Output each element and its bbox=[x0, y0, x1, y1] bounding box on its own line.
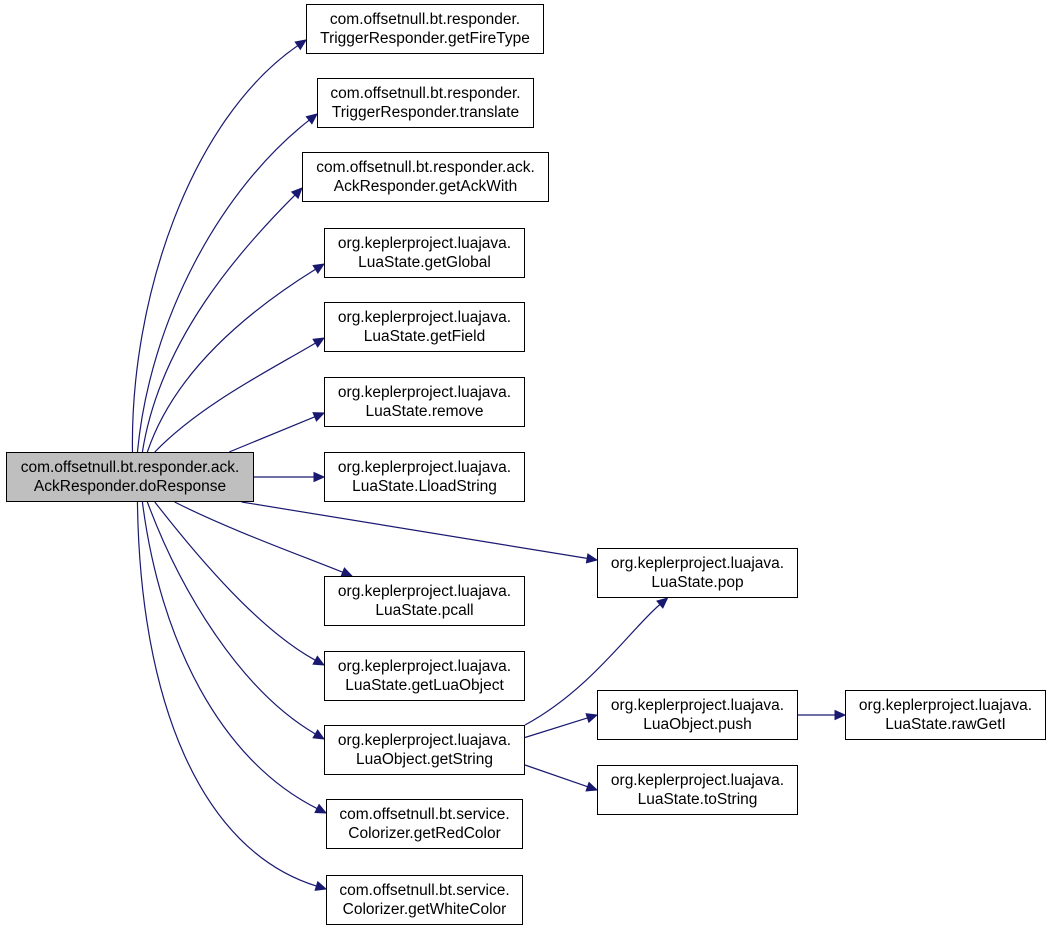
edge-root-to-getLuaObject bbox=[154, 501, 316, 661]
node-tostring-line1: org.keplerproject.luajava. bbox=[610, 772, 785, 789]
node-remove-line2: LuaState.remove bbox=[365, 403, 484, 420]
node-rawgeti[interactable]: org.keplerproject.luajava. LuaState.rawG… bbox=[845, 690, 1046, 740]
node-tostring[interactable]: org.keplerproject.luajava. LuaState.toSt… bbox=[597, 765, 798, 815]
node-remove-line1: org.keplerproject.luajava. bbox=[337, 384, 512, 401]
node-translate-line2: TriggerResponder.translate bbox=[331, 104, 520, 121]
edge-arrowhead-root-to-getRedColor bbox=[314, 803, 328, 814]
node-getstring-line1: org.keplerproject.luajava. bbox=[337, 732, 512, 749]
node-getredcolor-line1: com.offsetnull.bt.service. bbox=[339, 806, 510, 823]
node-rawgeti-line1: org.keplerproject.luajava. bbox=[858, 697, 1033, 714]
node-getluaobject-line2: LuaState.getLuaObject bbox=[345, 677, 504, 694]
edge-root-to-getAckWith bbox=[141, 194, 296, 453]
edge-arrowhead-root-to-getGlobal bbox=[312, 263, 326, 275]
node-getwhitecolor-line1: com.offsetnull.bt.service. bbox=[339, 882, 510, 899]
node-getluaobject[interactable]: org.keplerproject.luajava. LuaState.getL… bbox=[324, 651, 525, 701]
node-getfiretype-line2: TriggerResponder.getFireType bbox=[320, 30, 530, 47]
edge-arrowhead-root-to-getLuaObject bbox=[312, 655, 326, 666]
edge-getString-to-pop bbox=[524, 604, 661, 726]
edge-root-to-remove bbox=[228, 416, 315, 453]
edge-arrowhead-getString-to-push bbox=[585, 713, 599, 724]
edge-root-to-getGlobal bbox=[146, 268, 316, 453]
edge-root-to-translate bbox=[136, 119, 310, 453]
edge-arrowhead-root-to-pop bbox=[585, 553, 599, 564]
edge-arrowhead-root-to-lloadString bbox=[313, 471, 326, 483]
node-lloadstring[interactable]: org.keplerproject.luajava. LuaState.Lloa… bbox=[324, 452, 525, 502]
node-pop-line1: org.keplerproject.luajava. bbox=[610, 555, 785, 572]
edge-arrowhead-root-to-getField bbox=[312, 337, 326, 348]
node-pop[interactable]: org.keplerproject.luajava. LuaState.pop bbox=[597, 548, 798, 598]
node-getfiretype[interactable]: com.offsetnull.bt.responder. TriggerResp… bbox=[306, 4, 544, 54]
node-translate-line1: com.offsetnull.bt.responder. bbox=[330, 85, 521, 102]
node-lloadstring-line1: org.keplerproject.luajava. bbox=[337, 459, 512, 476]
node-remove[interactable]: org.keplerproject.luajava. LuaState.remo… bbox=[324, 377, 525, 427]
node-pcall-line1: org.keplerproject.luajava. bbox=[337, 583, 512, 600]
edge-getString-to-push bbox=[524, 717, 588, 739]
node-push-line2: LuaObject.push bbox=[643, 716, 752, 733]
node-getwhitecolor-line2: Colorizer.getWhiteColor bbox=[342, 901, 507, 918]
node-getredcolor[interactable]: com.offsetnull.bt.service. Colorizer.get… bbox=[326, 799, 523, 849]
node-doresponse-line2: AckResponder.doResponse bbox=[33, 478, 227, 495]
node-push[interactable]: org.keplerproject.luajava. LuaObject.pus… bbox=[597, 690, 798, 740]
edge-arrowhead-getString-to-toString bbox=[585, 781, 599, 792]
edge-root-to-getRedColor bbox=[141, 501, 318, 810]
edge-root-to-getFireType bbox=[131, 45, 299, 453]
node-tostring-line2: LuaState.toString bbox=[637, 791, 758, 808]
node-getwhitecolor[interactable]: com.offsetnull.bt.service. Colorizer.get… bbox=[326, 875, 523, 925]
edge-root-to-getField bbox=[154, 342, 316, 453]
edge-arrowhead-push-to-rawGetI bbox=[834, 709, 847, 721]
node-getackwith-line2: AckResponder.getAckWith bbox=[333, 178, 518, 195]
edge-root-to-getString bbox=[146, 501, 316, 735]
node-doresponse[interactable]: com.offsetnull.bt.responder.ack. AckResp… bbox=[6, 452, 254, 502]
edge-arrowhead-root-to-translate bbox=[305, 113, 318, 125]
edge-arrowhead-root-to-getWhiteColor bbox=[314, 880, 328, 891]
node-getfield-line2: LuaState.getField bbox=[363, 328, 486, 345]
node-translate[interactable]: com.offsetnull.bt.responder. TriggerResp… bbox=[317, 78, 534, 128]
edge-getString-to-toString bbox=[524, 764, 588, 788]
node-getredcolor-line2: Colorizer.getRedColor bbox=[348, 825, 501, 842]
node-lloadstring-line2: LuaState.LloadString bbox=[352, 478, 497, 495]
node-getluaobject-line1: org.keplerproject.luajava. bbox=[337, 658, 512, 675]
edge-arrowhead-root-to-getAckWith bbox=[290, 187, 303, 200]
node-pcall[interactable]: org.keplerproject.luajava. LuaState.pcal… bbox=[324, 576, 525, 626]
node-push-line1: org.keplerproject.luajava. bbox=[610, 697, 785, 714]
node-doresponse-line1: com.offsetnull.bt.responder.ack. bbox=[20, 459, 240, 476]
node-getglobal-line2: LuaState.getGlobal bbox=[358, 254, 491, 271]
node-getstring[interactable]: org.keplerproject.luajava. LuaObject.get… bbox=[324, 725, 525, 775]
node-getfiretype-line1: com.offsetnull.bt.responder. bbox=[329, 11, 521, 28]
edge-arrowhead-getString-to-pop bbox=[656, 597, 669, 609]
node-getstring-line2: LuaObject.getString bbox=[355, 751, 493, 768]
node-getglobal-line1: org.keplerproject.luajava. bbox=[337, 235, 512, 252]
node-pop-line2: LuaState.pop bbox=[651, 574, 744, 591]
node-getglobal[interactable]: org.keplerproject.luajava. LuaState.getG… bbox=[324, 228, 525, 278]
edge-arrowhead-root-to-getFireType bbox=[294, 39, 308, 51]
edge-root-to-pop bbox=[241, 501, 588, 559]
node-pcall-line2: LuaState.pcall bbox=[375, 602, 474, 619]
node-getfield-line1: org.keplerproject.luajava. bbox=[337, 309, 512, 326]
node-getackwith[interactable]: com.offsetnull.bt.responder.ack. AckResp… bbox=[302, 152, 549, 202]
node-rawgeti-line2: LuaState.rawGetI bbox=[885, 716, 1006, 733]
edge-root-to-getWhiteColor bbox=[136, 501, 317, 887]
edge-arrowhead-root-to-getString bbox=[312, 729, 326, 740]
node-getackwith-line1: com.offsetnull.bt.responder.ack. bbox=[316, 159, 535, 176]
edge-arrowhead-root-to-remove bbox=[312, 412, 326, 422]
edge-root-to-pcall bbox=[174, 501, 343, 573]
node-getfield[interactable]: org.keplerproject.luajava. LuaState.getF… bbox=[324, 302, 525, 352]
